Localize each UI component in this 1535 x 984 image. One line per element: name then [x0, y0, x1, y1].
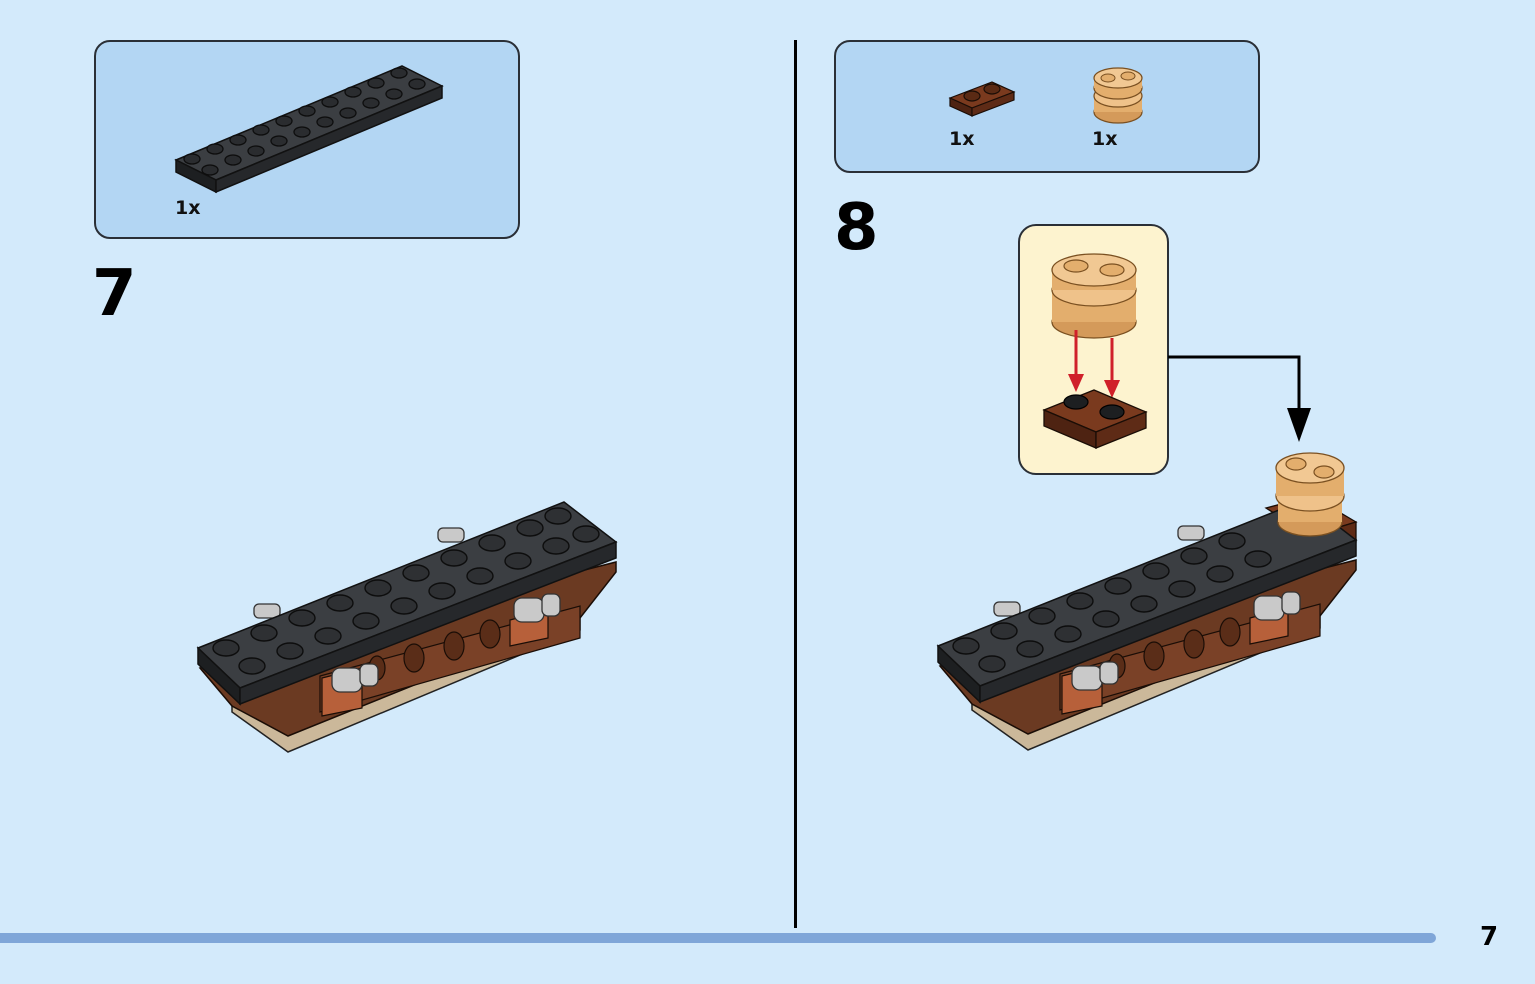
model-illustration-step-8 [936, 452, 1358, 751]
assembly-detail-icon [1042, 253, 1148, 449]
page-number: 7 [1480, 922, 1499, 952]
part-quantity: 1x [175, 197, 201, 219]
brown-plate-icon [948, 81, 1016, 117]
step-number: 8 [834, 191, 879, 265]
model-illustration-step-7 [196, 501, 618, 753]
part-quantity: 1x [949, 128, 975, 150]
assembly-callout [1018, 224, 1169, 475]
black-plate-icon [174, 65, 444, 194]
parts-box-step-7: 1x [94, 40, 520, 239]
part-quantity: 1x [1092, 128, 1118, 150]
tan-oval-plate-icon [1093, 67, 1143, 124]
callout-arrow [1168, 355, 1311, 442]
parts-box-step-8: 1x 1x [834, 40, 1260, 173]
footer-bar [0, 933, 1436, 943]
step-number: 7 [92, 257, 137, 331]
step-divider [794, 40, 797, 928]
